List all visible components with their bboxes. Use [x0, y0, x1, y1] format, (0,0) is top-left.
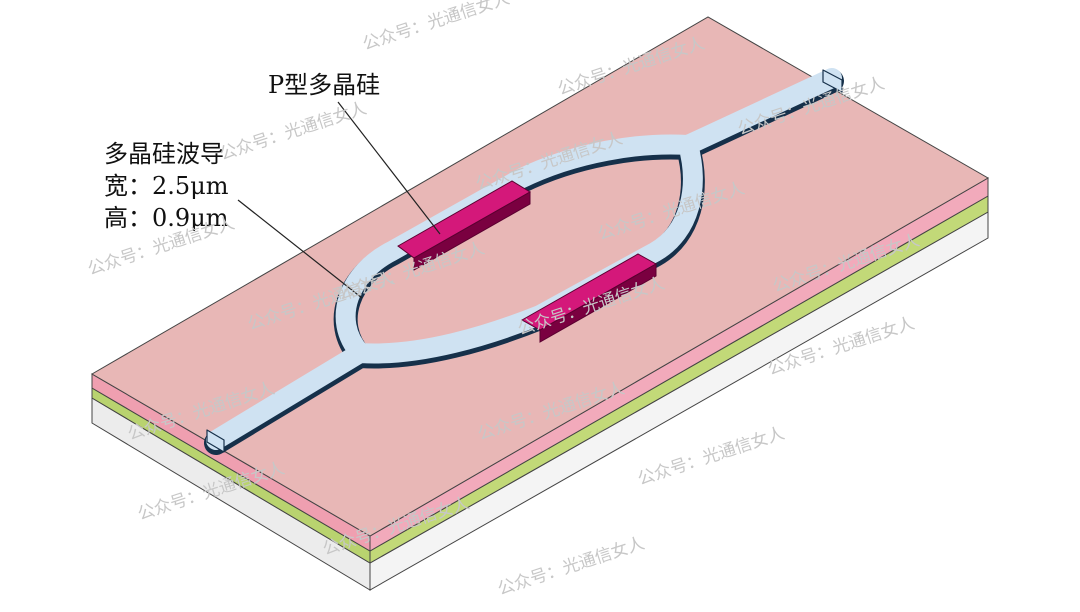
- label-height: 高：0.9μm: [104, 204, 229, 232]
- leader-waveguide: [237, 199, 363, 299]
- waveguide-input-end: [206, 429, 225, 453]
- leader-p-poly: [337, 101, 441, 235]
- p-doped-upper-side: [413, 191, 531, 271]
- p-doped-lower-side: [539, 263, 657, 343]
- leader-lines: [237, 101, 441, 299]
- substrate-stack: [91, 16, 990, 591]
- watermark: 公众号：光通信女人: [495, 533, 647, 599]
- watermark: 公众号：光通信女人: [217, 98, 369, 164]
- p-doped-regions: [397, 180, 658, 343]
- watermark: 公众号：光通信女人: [635, 423, 787, 489]
- top-surface: [91, 16, 990, 537]
- label-p-poly: P型多晶硅: [268, 71, 380, 99]
- label-waveguide-title: 多晶硅波导: [104, 140, 224, 168]
- label-width: 宽：2.5μm: [104, 172, 229, 200]
- waveguide-output-end: [822, 69, 843, 93]
- watermark: 公众号：光通信女人: [360, 0, 512, 55]
